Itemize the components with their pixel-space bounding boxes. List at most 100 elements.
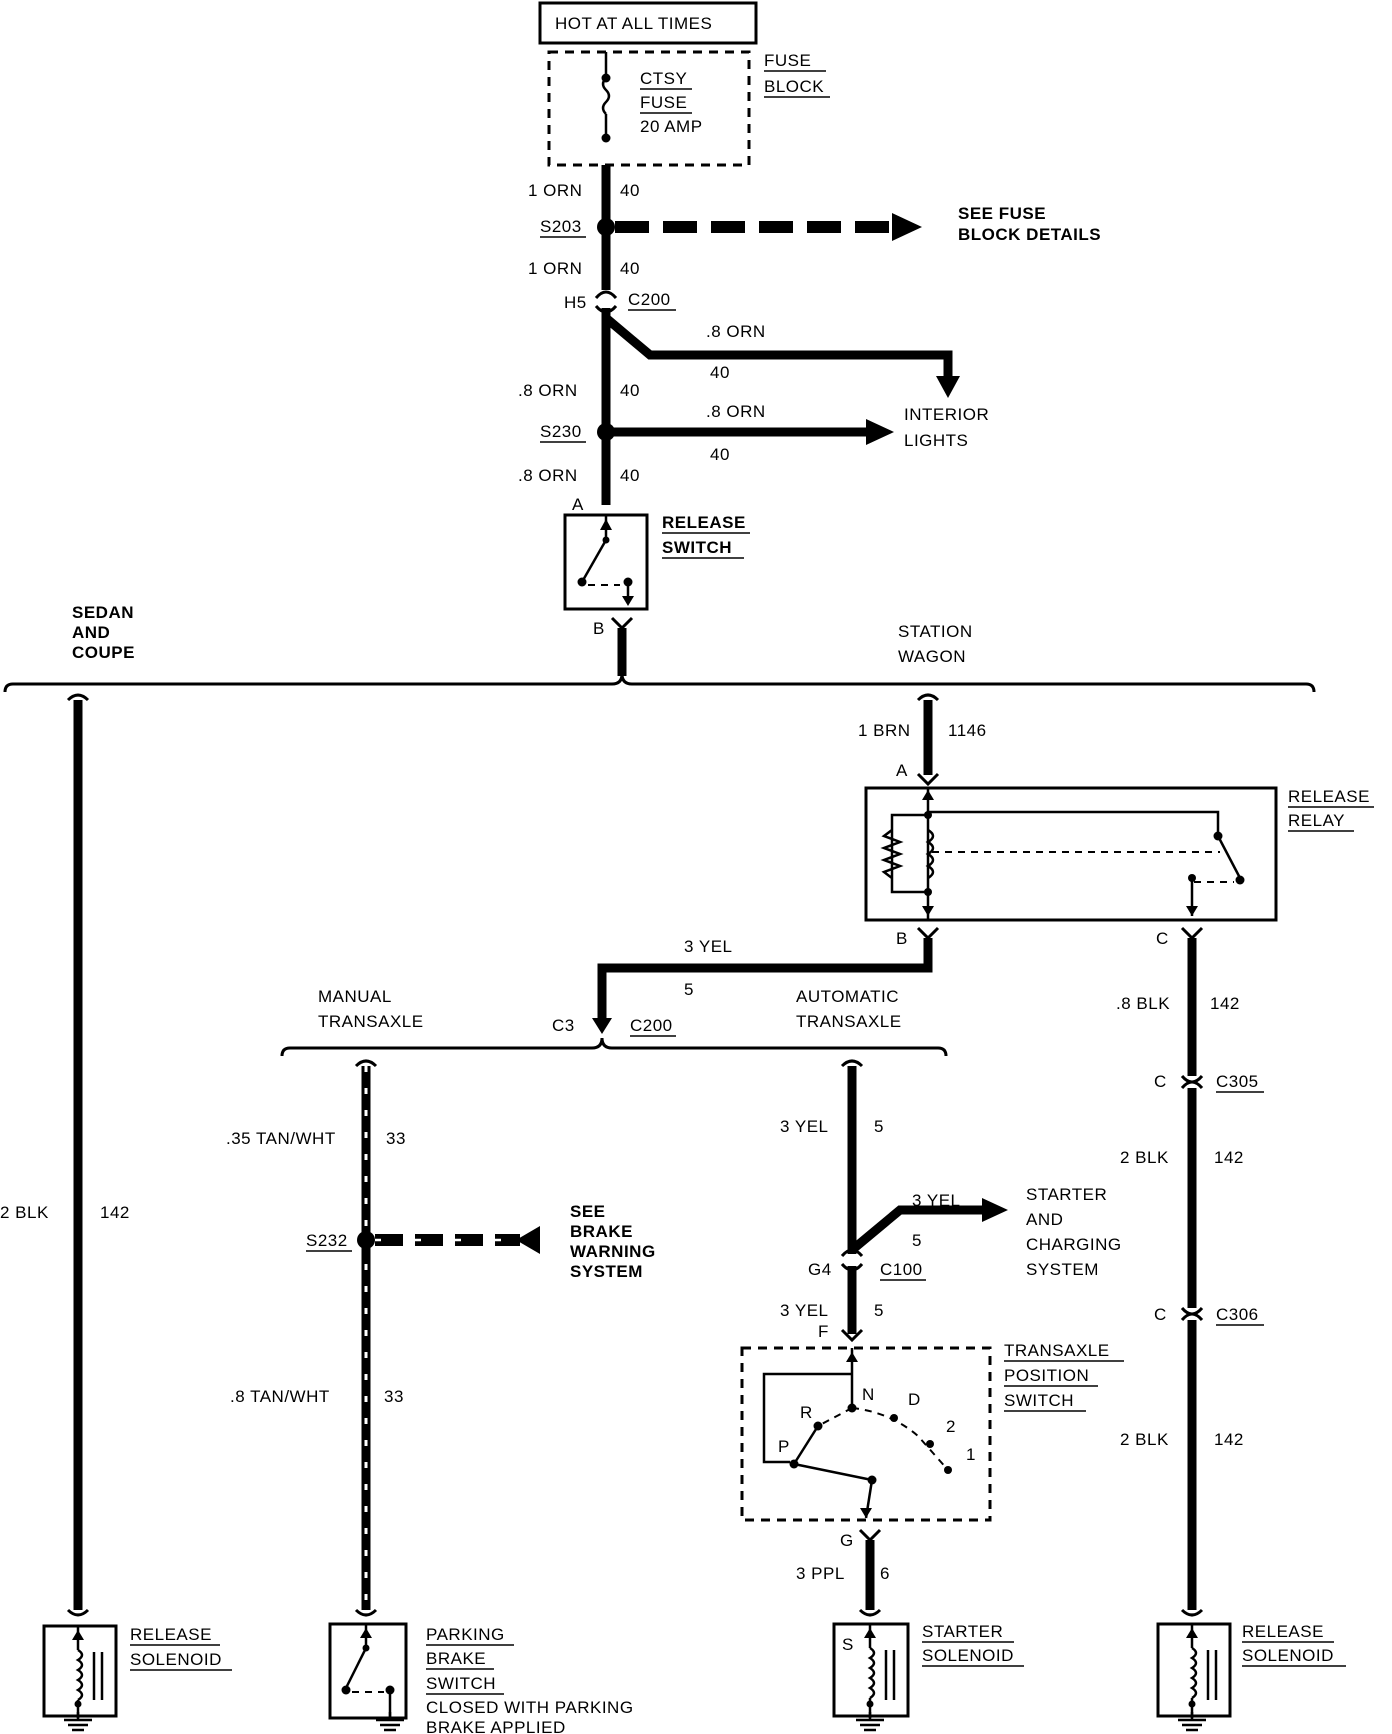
starter-charging-ref-2: AND	[1026, 1210, 1063, 1229]
interior-lights-2: LIGHTS	[904, 431, 968, 450]
blk3-circuit: 142	[1214, 1430, 1244, 1449]
c200b-label: C200	[630, 1016, 673, 1035]
wire2-circuit: 40	[620, 259, 640, 278]
yel1-circuit: 5	[684, 980, 694, 999]
parking-brake-switch-label-5: BRAKE APPLIED	[426, 1718, 566, 1734]
relay-pin-c: C	[1156, 929, 1169, 948]
splice-s230: S230 INTERIOR LIGHTS	[540, 405, 989, 450]
c200-label: C200	[628, 290, 671, 309]
fuse-rating: 20 AMP	[640, 117, 703, 136]
release-switch-label-2: SWITCH	[662, 538, 732, 557]
h5-label: H5	[564, 293, 587, 312]
tps-pos-2: 2	[946, 1417, 956, 1436]
fuse-name-1: CTSY	[640, 69, 687, 88]
blk-right-circuit: .8 BLK 142 C C305 2 BLK 142 C C306 2 BLK…	[1116, 926, 1264, 1617]
c305-label: C305	[1216, 1072, 1259, 1091]
wire4-circuit: 40	[620, 381, 640, 400]
tps-label-3: SWITCH	[1004, 1391, 1074, 1410]
fuse-details-ref-1: SEE FUSE	[958, 204, 1046, 223]
tps-pos-r: R	[800, 1403, 813, 1422]
release-switch-label-1: RELEASE	[662, 513, 746, 532]
release-solenoid-left-label-2: SOLENOID	[130, 1650, 222, 1669]
wire2-gauge: 1 ORN	[528, 259, 582, 278]
relay-pin-a: A	[896, 761, 908, 780]
fuse-details-ref-2: BLOCK DETAILS	[958, 225, 1101, 244]
starter-solenoid-s: S	[842, 1635, 854, 1654]
ppl-circuit: 6	[880, 1564, 890, 1583]
release-solenoid-right: RELEASE SOLENOID	[1156, 1622, 1346, 1732]
ground-symbol-2	[376, 1712, 404, 1732]
connector-c200-h5: H5 C200	[564, 290, 676, 314]
manual-transaxle-label-1: MANUAL	[318, 987, 392, 1006]
automatic-yel-wire: 3 YEL 5 3 YEL 5 G4 C100 3 YEL 5 STARTER …	[780, 1059, 1121, 1343]
yel4-circuit: 5	[874, 1301, 884, 1320]
parking-brake-switch-label-4: CLOSED WITH PARKING	[426, 1698, 634, 1717]
brn-gauge: 1 BRN	[858, 721, 911, 740]
blk-left-circuit: 142	[100, 1203, 130, 1222]
sedan-coupe-label-3: COUPE	[72, 643, 135, 662]
starter-charging-ref-1: STARTER	[1026, 1185, 1107, 1204]
release-relay-label-1: RELEASE	[1288, 787, 1370, 806]
brn-circuit: 1146	[948, 721, 987, 740]
ppl-wire: 3 PPL 6	[796, 1528, 890, 1617]
starter-solenoid-label-1: STARTER	[922, 1622, 1003, 1641]
splice-s203: S203 SEE FUSE BLOCK DETAILS	[540, 204, 1101, 244]
wire5-circuit: 40	[710, 445, 730, 464]
s230-label: S230	[540, 422, 582, 441]
release-relay: RELEASE RELAY B C	[864, 786, 1374, 948]
wire6-gauge: .8 ORN	[518, 466, 578, 485]
yel2-gauge: 3 YEL	[780, 1117, 829, 1136]
starter-solenoid-label-2: SOLENOID	[922, 1646, 1014, 1665]
tan2-circuit: 33	[384, 1387, 404, 1406]
blk2-circuit: 142	[1214, 1148, 1244, 1167]
fuse-block: CTSY FUSE 20 AMP FUSE BLOCK	[547, 50, 830, 167]
sedan-coupe-label-1: SEDAN	[72, 603, 134, 622]
wire4-gauge: .8 ORN	[518, 381, 578, 400]
station-wagon-label-1: STATION	[898, 622, 973, 641]
parking-brake-switch-label-2: BRAKE	[426, 1649, 486, 1668]
c306-pin: C	[1154, 1305, 1167, 1324]
main-feed-wires	[601, 165, 960, 505]
wagon-feed: 1 BRN 1146 A	[858, 693, 987, 787]
interior-lights-1: INTERIOR	[904, 405, 989, 424]
hot-at-all-times-label: HOT AT ALL TIMES	[555, 14, 712, 33]
fuse-block-label-2: BLOCK	[764, 77, 824, 96]
c305-pin: C	[1154, 1072, 1167, 1091]
starter-solenoid: S STARTER SOLENOID	[832, 1622, 1024, 1732]
hot-at-all-times-box: HOT AT ALL TIMES	[538, 1, 758, 45]
yel3-gauge: 3 YEL	[912, 1191, 961, 1210]
release-solenoid-right-label-1: RELEASE	[1242, 1622, 1324, 1641]
brake-warning-ref-4: SYSTEM	[570, 1262, 643, 1281]
wire1-circuit: 40	[620, 181, 640, 200]
tps-pos-1: 1	[966, 1445, 976, 1464]
sedan-coupe-label-2: AND	[72, 623, 110, 642]
blk1-gauge: .8 BLK	[1116, 994, 1170, 1013]
tan1-circuit: 33	[386, 1129, 406, 1148]
automatic-transaxle-label-2: TRANSAXLE	[796, 1012, 902, 1031]
manual-tan-wht-wire: .35 TAN/WHT 33 .8 TAN/WHT 33	[226, 1059, 406, 1617]
variant-bracket-top: SEDAN AND COUPE STATION WAGON	[3, 603, 1316, 693]
yel4-gauge: 3 YEL	[780, 1301, 829, 1320]
release-solenoid-left: RELEASE SOLENOID	[42, 1624, 232, 1732]
yel2-circuit: 5	[874, 1117, 884, 1136]
relay-pin-b: B	[896, 929, 908, 948]
blk3-gauge: 2 BLK	[1120, 1430, 1169, 1449]
starter-charging-ref-4: SYSTEM	[1026, 1260, 1099, 1279]
c306-label: C306	[1216, 1305, 1259, 1324]
c100-label: C100	[880, 1260, 923, 1279]
ground-symbol-4	[1178, 1712, 1206, 1732]
sedan-release-circuit: 2 BLK 142	[0, 693, 130, 1617]
blk2-gauge: 2 BLK	[1120, 1148, 1169, 1167]
wire6-circuit: 40	[620, 466, 640, 485]
wire3-gauge: .8 ORN	[706, 322, 766, 341]
wire-labels-upper: 1 ORN 40 1 ORN 40 .8 ORN 40 .8 ORN 40 .8…	[518, 181, 766, 485]
yel1-gauge: 3 YEL	[684, 937, 733, 956]
c3-label: C3	[552, 1016, 575, 1035]
transaxle-position-switch: F P R N D 2 1 TRANSAXLE POSITION SWITCH …	[740, 1322, 1124, 1550]
station-wagon-label-2: WAGON	[898, 647, 966, 666]
ground-symbol-1	[64, 1712, 92, 1732]
ground-symbol-3	[856, 1712, 884, 1732]
parking-brake-switch: PARKING BRAKE SWITCH CLOSED WITH PARKING…	[328, 1622, 634, 1734]
automatic-transaxle-label-1: AUTOMATIC	[796, 987, 899, 1006]
